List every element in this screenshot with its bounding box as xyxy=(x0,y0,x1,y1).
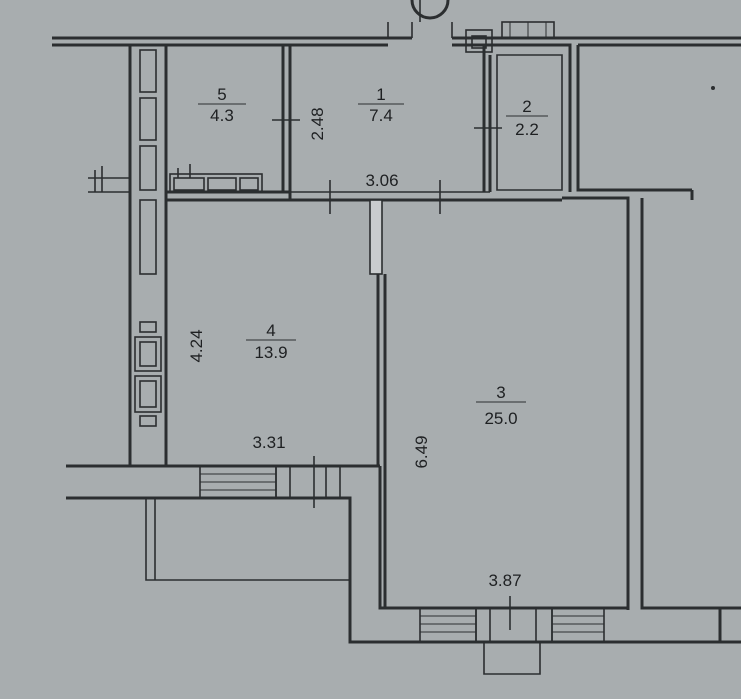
dimension-label: 3.87 xyxy=(488,571,521,590)
dot-mark xyxy=(711,86,715,90)
room-number: 3 xyxy=(496,383,505,402)
interior-walls xyxy=(166,45,563,608)
room-area: 4.3 xyxy=(210,106,234,125)
room-area: 13.9 xyxy=(254,343,287,362)
dimension-label: 3.06 xyxy=(365,171,398,190)
room-area: 25.0 xyxy=(484,409,517,428)
room-label-3: 3 25.0 xyxy=(476,383,526,428)
openings xyxy=(199,119,605,675)
dimension-label: 2.48 xyxy=(308,107,327,140)
room-label-2: 2 2.2 xyxy=(506,97,548,139)
room-number: 4 xyxy=(266,321,275,340)
dimension-label: 3.31 xyxy=(252,433,285,452)
room-area: 7.4 xyxy=(369,106,393,125)
dimension-label: 4.24 xyxy=(187,329,206,362)
room-number: 5 xyxy=(217,85,226,104)
room-area: 2.2 xyxy=(515,120,539,139)
room-label-1: 1 7.4 xyxy=(358,85,404,125)
room-label-4: 4 13.9 xyxy=(246,321,296,362)
room-number: 2 xyxy=(522,97,531,116)
left-shaft xyxy=(88,45,168,466)
dimension-label: 6.49 xyxy=(412,435,431,468)
room-number: 1 xyxy=(376,85,385,104)
fixtures xyxy=(169,0,715,193)
room-label-5: 5 4.3 xyxy=(198,85,246,125)
